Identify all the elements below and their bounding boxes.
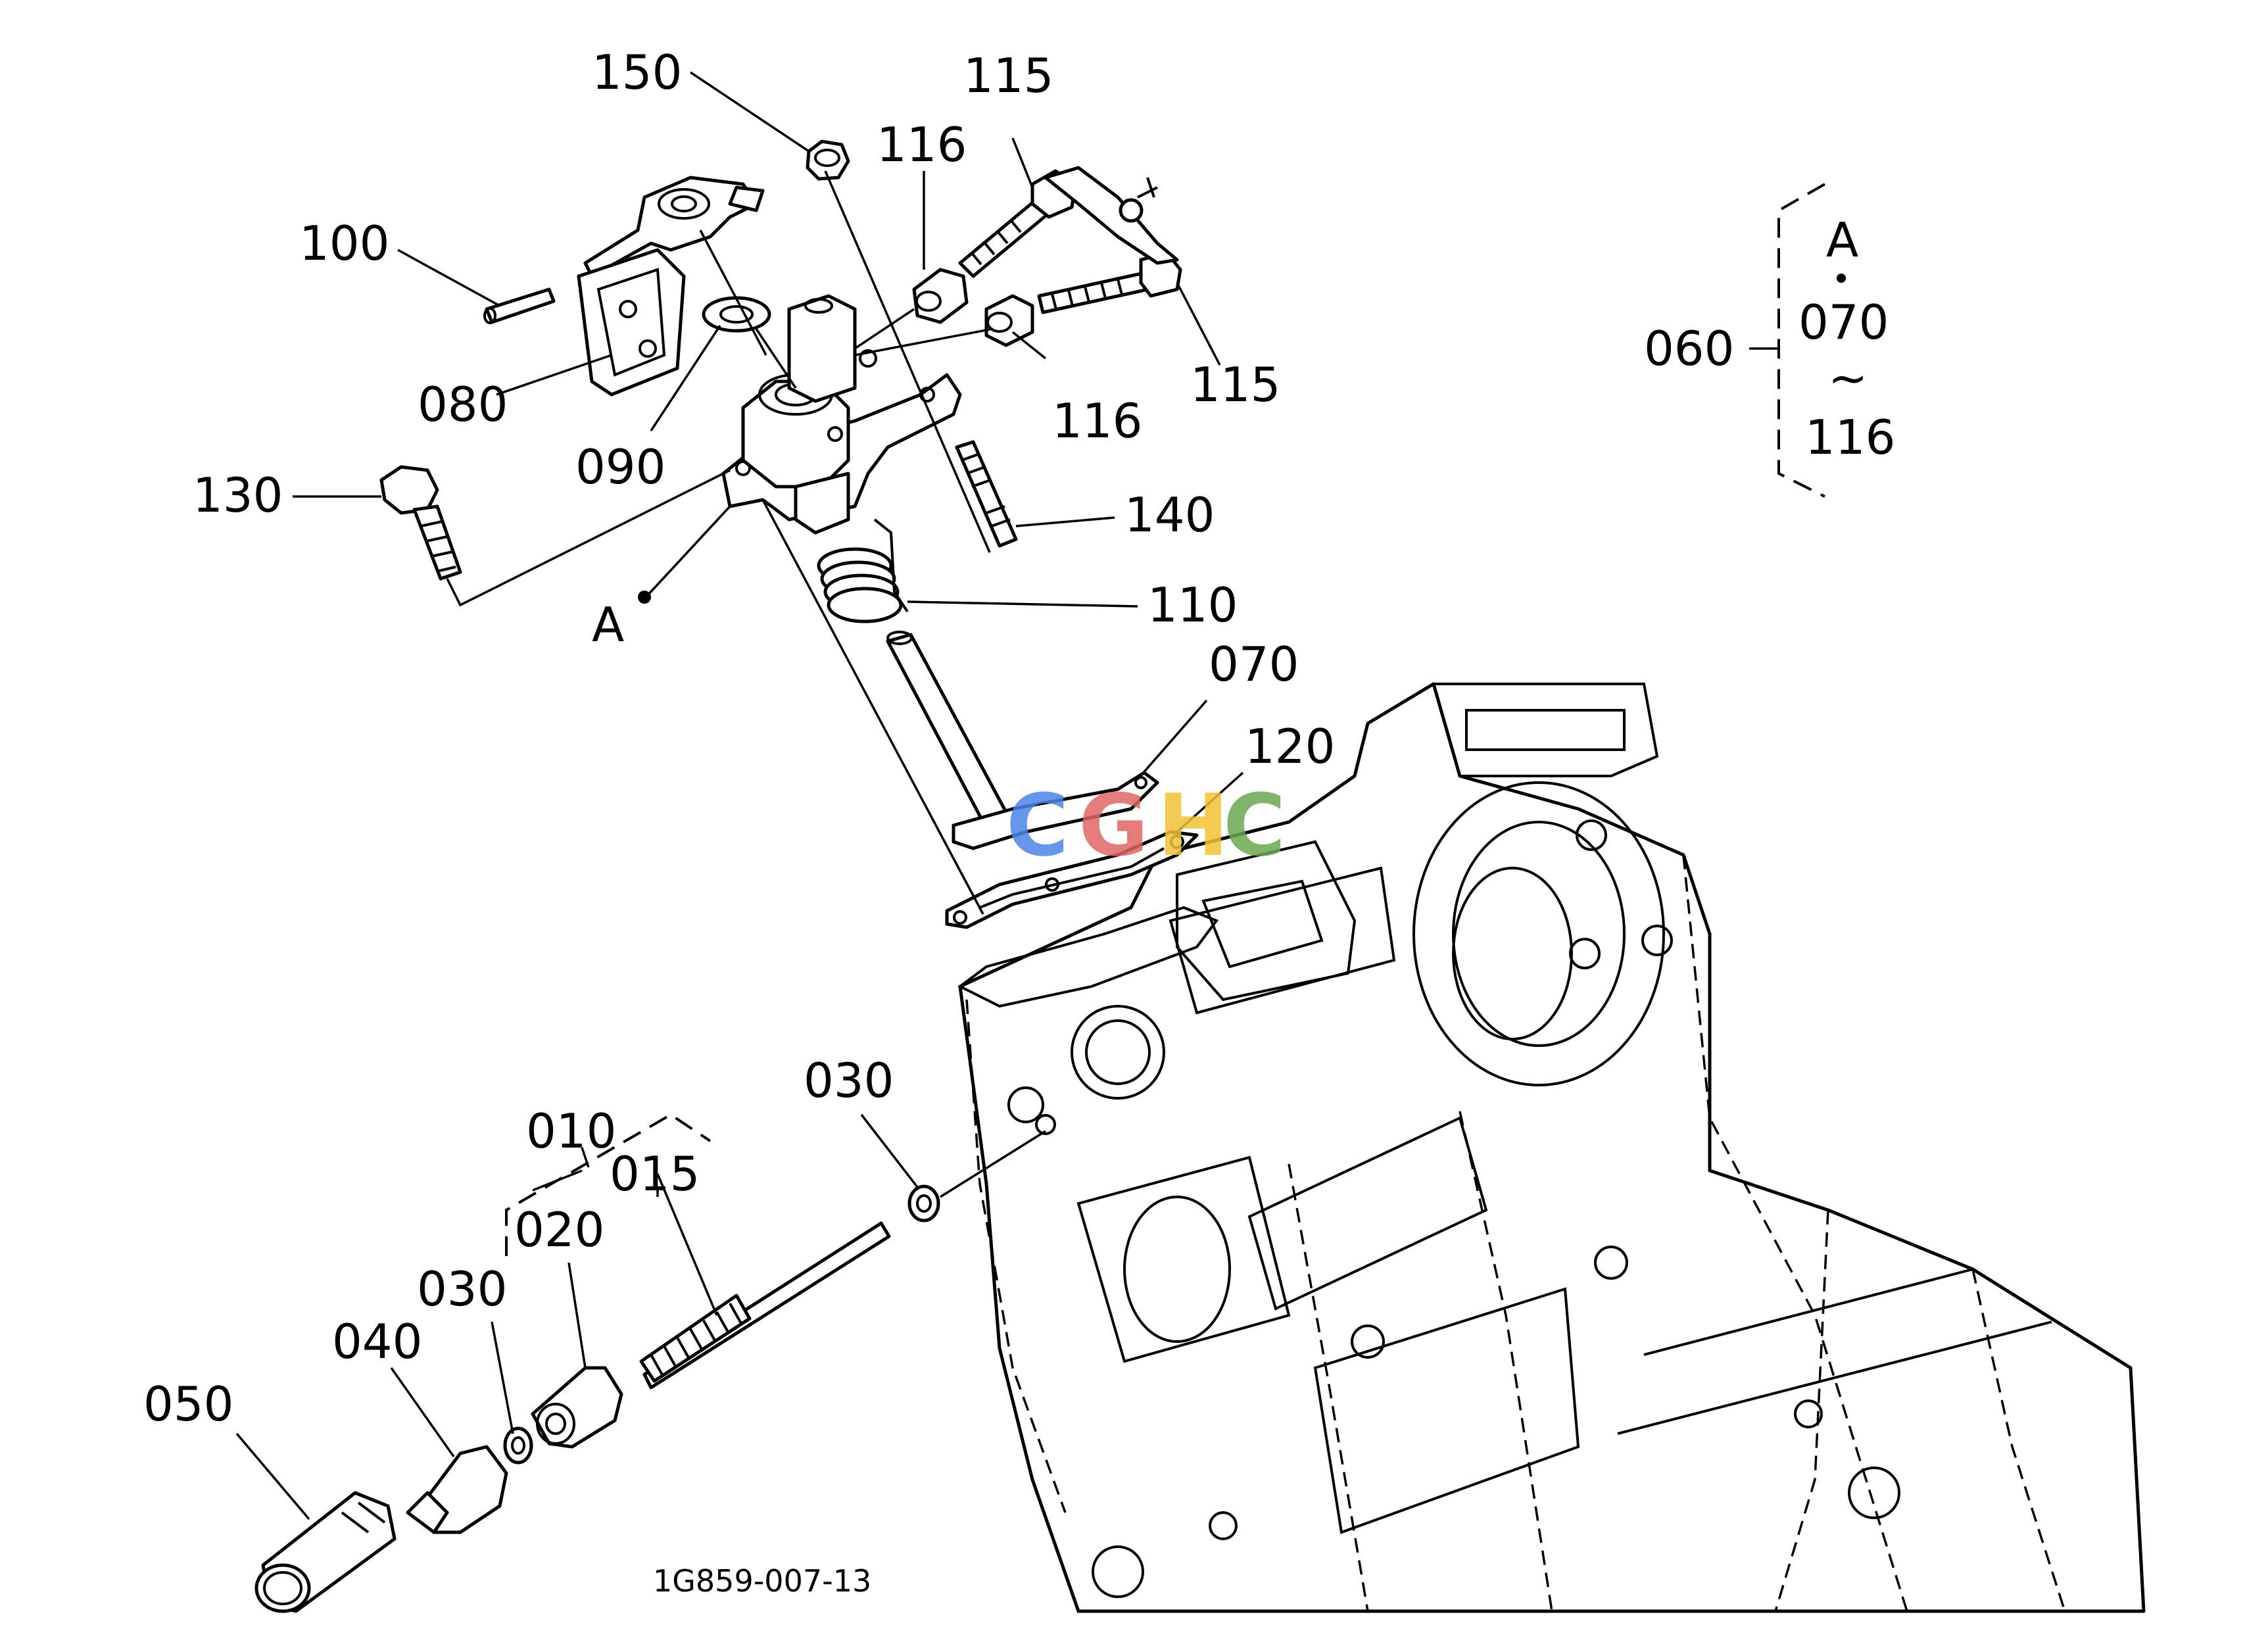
watermark-logo: C G H C [1006,775,1286,875]
part-070-plate [952,771,1159,850]
callout-labels: 150 115 116 100 080 090 116 115 130 140 … [143,45,1335,1432]
group-060-to: 116 [1805,410,1895,465]
group-060-from: 070 [1798,295,1889,350]
part-140-stud [955,440,1018,548]
governor-bracket [721,294,962,535]
callout-030-upper: 030 [804,1053,894,1108]
part-100-pin [483,287,556,324]
drawing-id: 1G859-007-13 [653,1563,871,1599]
part-030-washer-upper [907,1184,940,1223]
governor-lever-arm [583,176,765,278]
part-150-nut [806,139,850,181]
callout-070: 070 [1209,637,1299,692]
part-050-housing-sleeve [254,1491,397,1613]
speed-control-plate [1044,166,1179,265]
group-060-tilde: ~ [1828,351,1868,406]
callout-130: 130 [193,468,283,523]
group-010-bracket [505,1113,712,1256]
part-090-washer [702,296,771,333]
callout-116-lower: 116 [1052,393,1142,449]
callout-115-lower: 115 [1190,357,1280,412]
callout-090: 090 [575,439,665,495]
reference-a-dot [638,591,651,604]
callout-116-upper: 116 [877,117,967,172]
part-040-cap [406,1445,508,1534]
group-060-note: 060 A 070 ~ 116 [1644,212,1895,465]
callout-110: 110 [1147,577,1238,633]
svg-text:C: C [1006,775,1069,875]
part-110-spring [817,518,909,623]
part-020-sleeve [531,1366,623,1449]
callout-080: 080 [418,377,508,432]
part-130-bolt [379,465,462,581]
part-030-washer-lower [503,1426,533,1465]
callout-150: 150 [592,45,682,100]
part-116-sleeve-lower [984,294,1034,347]
callout-a: A [592,597,624,652]
group-060-number: 060 [1644,321,1734,376]
callout-100: 100 [299,216,389,271]
part-015-rod [639,1221,891,1390]
callout-140: 140 [1124,487,1215,543]
callout-020: 020 [514,1202,604,1257]
part-080-fork-bracket [577,248,686,397]
svg-text:C: C [1223,775,1286,875]
leader-lines [235,71,1244,1520]
part-120-gasket [945,830,1199,929]
svg-text:G: G [1078,775,1149,875]
callout-040: 040 [332,1314,422,1369]
callout-010: 010 [526,1104,616,1159]
callout-050: 050 [143,1376,233,1432]
part-116-sleeve-upper [912,268,969,324]
callout-120: 120 [1245,719,1335,774]
callout-015: 015 [610,1146,700,1201]
group-010-leader [581,1147,590,1168]
governor-shaft [886,631,1008,824]
svg-text:H: H [1157,775,1229,875]
group-060-ref-a: A [1826,212,1858,268]
callout-115-upper: 115 [963,48,1053,103]
gear-case-top-cover [957,866,1396,1015]
callout-030-lower: 030 [417,1261,507,1317]
group-060-bracket [1749,183,1846,498]
